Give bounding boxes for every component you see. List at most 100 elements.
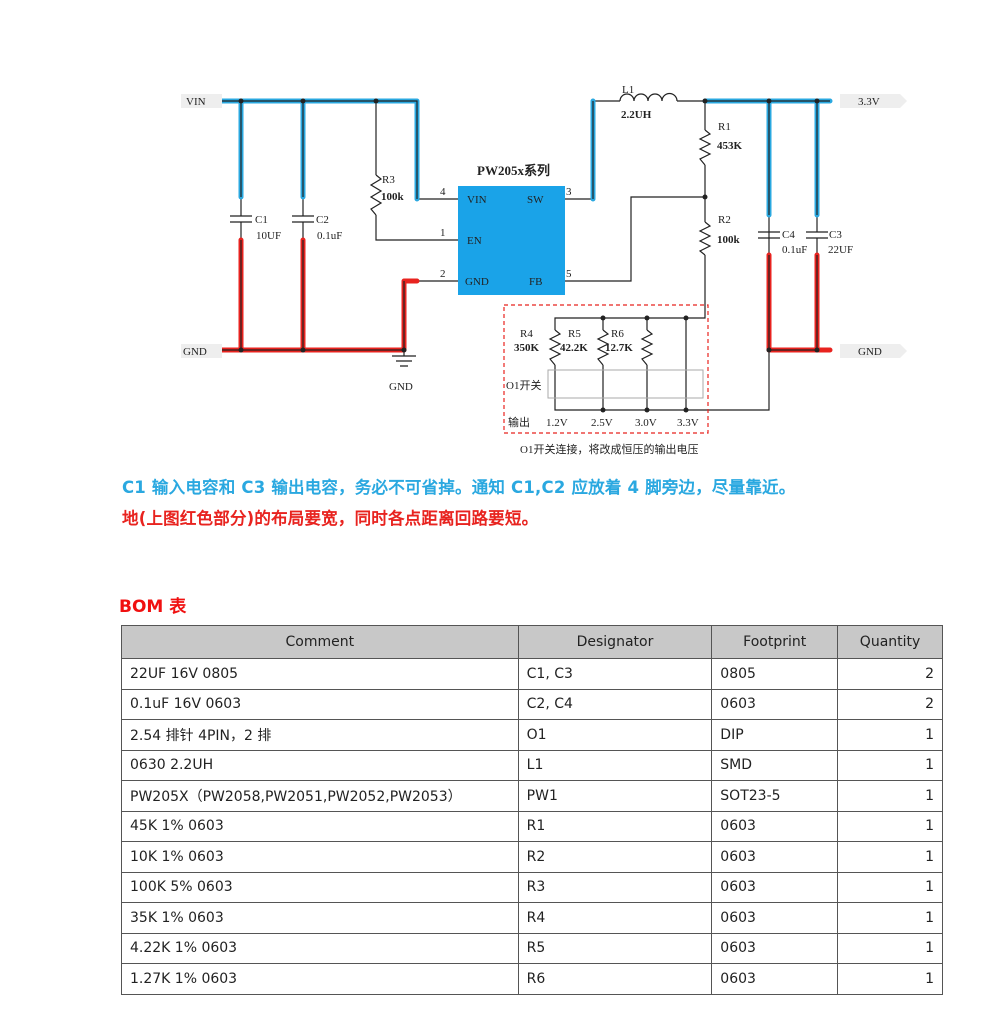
- cell-comment: 0630 2.2UH: [121, 749, 519, 781]
- output-label: 输出: [508, 415, 530, 429]
- c4-ref: C4: [782, 229, 795, 241]
- cell-comment: 2.54 排针 4PIN，2 排: [121, 719, 519, 751]
- cell-quantity: 1: [837, 749, 943, 781]
- cell-comment: 1.27K 1% 0603: [121, 963, 519, 995]
- layout-note-capacitors: C1 输入电容和 C3 输出电容，务必不可省掉。通知 C1,C2 应放着 4 脚…: [122, 478, 796, 497]
- r3-value: 100k: [381, 191, 405, 203]
- r5-ref: R5: [568, 328, 581, 340]
- cell-designator: C1, C3: [517, 658, 713, 690]
- cell-comment: 0.1uF 16V 0603: [121, 688, 519, 720]
- c1-value: 10UF: [256, 230, 281, 242]
- header-designator: Designator: [517, 625, 713, 659]
- r4-resistor: [548, 329, 562, 366]
- gnd-symbol-label: GND: [389, 381, 413, 393]
- pin-sw: SW: [527, 194, 544, 206]
- cell-footprint: 0603: [711, 688, 839, 720]
- cell-designator: C2, C4: [517, 688, 713, 720]
- cell-quantity: 1: [837, 810, 943, 842]
- cell-footprint: SMD: [711, 749, 839, 781]
- r5-value: 42.2K: [560, 342, 588, 354]
- r6-resistor: [640, 329, 654, 366]
- cell-quantity: 1: [837, 963, 943, 995]
- cell-comment: 100K 5% 0603: [121, 871, 519, 903]
- cell-footprint: SOT23-5: [711, 780, 839, 812]
- c2-ref: C2: [316, 214, 329, 226]
- bom-title: BOM 表: [119, 597, 187, 617]
- pin-vin: VIN: [467, 194, 487, 206]
- header-footprint: Footprint: [711, 625, 839, 659]
- r2-ref: R2: [718, 214, 731, 226]
- pin-number: 5: [566, 268, 572, 280]
- cell-footprint: 0603: [711, 871, 839, 903]
- r6-value: 12.7K: [605, 342, 633, 354]
- c2-value: 0.1uF: [317, 230, 342, 242]
- pin-fb: FB: [529, 276, 542, 288]
- output-3v0: 3.0V: [635, 417, 657, 429]
- r1-value: 453K: [717, 140, 743, 152]
- cell-comment: 35K 1% 0603: [121, 902, 519, 934]
- cell-designator: R3: [517, 871, 713, 903]
- r2-value: 100k: [717, 234, 741, 246]
- cell-quantity: 2: [837, 658, 943, 690]
- cell-designator: R4: [517, 902, 713, 934]
- header-quantity: Quantity: [837, 625, 943, 659]
- output-3v3: 3.3V: [677, 417, 699, 429]
- r4-ref: R4: [520, 328, 533, 340]
- vin-net-label: VIN: [186, 96, 206, 108]
- cell-footprint: 0603: [711, 810, 839, 842]
- cell-footprint: 0603: [711, 963, 839, 995]
- c3-ref: C3: [829, 229, 842, 241]
- l1-ref: L1: [622, 84, 634, 96]
- cell-designator: L1: [517, 749, 713, 781]
- r1-resistor: [698, 129, 712, 166]
- cell-quantity: 1: [837, 780, 943, 812]
- r4-value: 350K: [514, 342, 540, 354]
- o1-switch-header: [547, 369, 704, 399]
- l1-value: 2.2UH: [621, 109, 652, 121]
- cell-comment: PW205X（PW2058,PW2051,PW2052,PW2053）: [121, 780, 519, 812]
- pw205x-ic: [458, 186, 565, 295]
- schematic-caption: O1开关连接，将改成恒压的输出电压: [520, 442, 698, 456]
- cell-designator: R5: [517, 932, 713, 964]
- cell-footprint: 0603: [711, 932, 839, 964]
- switch-label: O1开关: [506, 378, 541, 392]
- output-2v5: 2.5V: [591, 417, 613, 429]
- pin-en: EN: [467, 235, 482, 247]
- cell-designator: R1: [517, 810, 713, 842]
- cell-footprint: 0603: [711, 902, 839, 934]
- c4-value: 0.1uF: [782, 244, 807, 256]
- r5-resistor: [596, 329, 610, 366]
- cell-quantity: 1: [837, 932, 943, 964]
- cell-quantity: 1: [837, 841, 943, 873]
- cell-quantity: 1: [837, 719, 943, 751]
- cell-designator: PW1: [517, 780, 713, 812]
- pin-gnd: GND: [465, 276, 489, 288]
- bom-table: Comment Designator Footprint Quantity 22…: [121, 625, 943, 995]
- pin-number: 4: [440, 186, 446, 198]
- cell-footprint: 0603: [711, 841, 839, 873]
- output-1v2: 1.2V: [546, 417, 568, 429]
- cell-comment: 4.22K 1% 0603: [121, 932, 519, 964]
- cell-quantity: 1: [837, 871, 943, 903]
- cell-designator: O1: [517, 719, 713, 751]
- circuit-schematic: VIN GND GND 3.3V GND PW205x系列 VIN EN GND…: [181, 84, 907, 456]
- cell-designator: R6: [517, 963, 713, 995]
- table-header-row: Comment Designator Footprint Quantity: [121, 625, 943, 659]
- vout-net-label: 3.3V: [858, 96, 880, 108]
- cell-comment: 22UF 16V 0805: [121, 658, 519, 690]
- r2-resistor: [698, 221, 712, 256]
- c3-value: 22UF: [828, 244, 853, 256]
- layout-note-ground: 地(上图红色部分)的布局要宽，同时各点距离回路要短。: [122, 509, 539, 528]
- cell-footprint: DIP: [711, 719, 839, 751]
- gnd-right-net-label: GND: [858, 346, 882, 358]
